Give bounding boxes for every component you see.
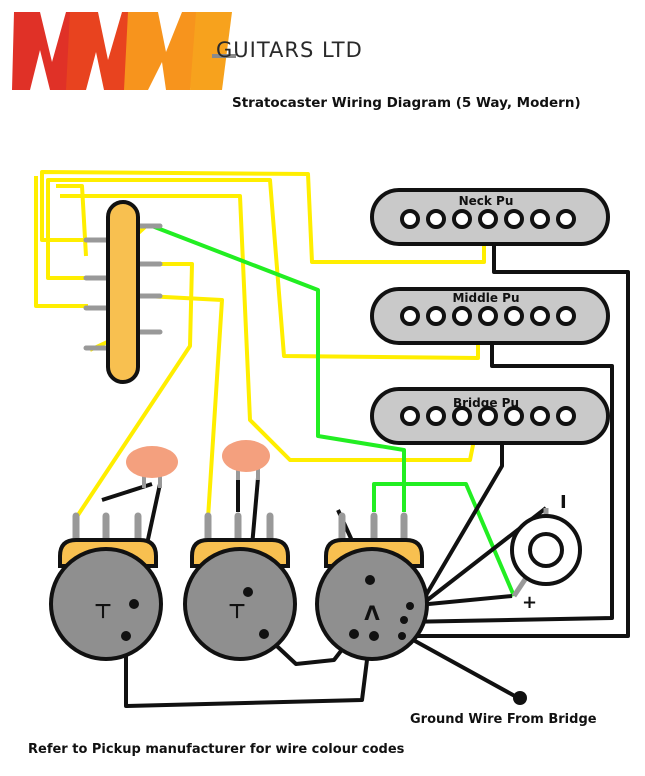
middle-pickup: Middle Pu [370, 287, 610, 345]
bridge-pickup: Bridge Pu [370, 387, 610, 445]
tone-pot-1: ⊥ [183, 512, 297, 661]
footer-note: Refer to Pickup manufacturer for wire co… [28, 742, 405, 757]
tone-capacitor-2 [222, 440, 270, 480]
tone-pot-1-mark: ⊥ [228, 599, 246, 623]
jack-tip-mark: + [522, 592, 537, 613]
page-title: Stratocaster Wiring Diagram (5 Way, Mode… [232, 95, 581, 111]
ground-wire-label: Ground Wire From Bridge [410, 712, 597, 727]
tone-capacitor-1 [126, 446, 178, 488]
tone-pot-2-mark: ᐱ [364, 601, 380, 625]
neck-pickup-label: Neck Pu [459, 194, 514, 208]
middle-pickup-label: Middle Pu [452, 291, 519, 305]
brand-logo [12, 12, 236, 90]
five-way-switch [83, 200, 163, 384]
brand-name: GUITARS LTD [216, 38, 363, 62]
solder-points [121, 575, 527, 705]
volume-pot-mark: ⊥ [94, 599, 112, 623]
volume-pot: ⊥ [49, 512, 163, 661]
jack-sleeve-mark: I [560, 492, 567, 513]
neck-pickup: Neck Pu [370, 188, 610, 246]
bridge-pickup-label: Bridge Pu [453, 396, 519, 410]
tone-pot-2: ᐱ [315, 512, 429, 661]
green-wires [151, 224, 516, 597]
output-jack: I + [510, 492, 582, 613]
